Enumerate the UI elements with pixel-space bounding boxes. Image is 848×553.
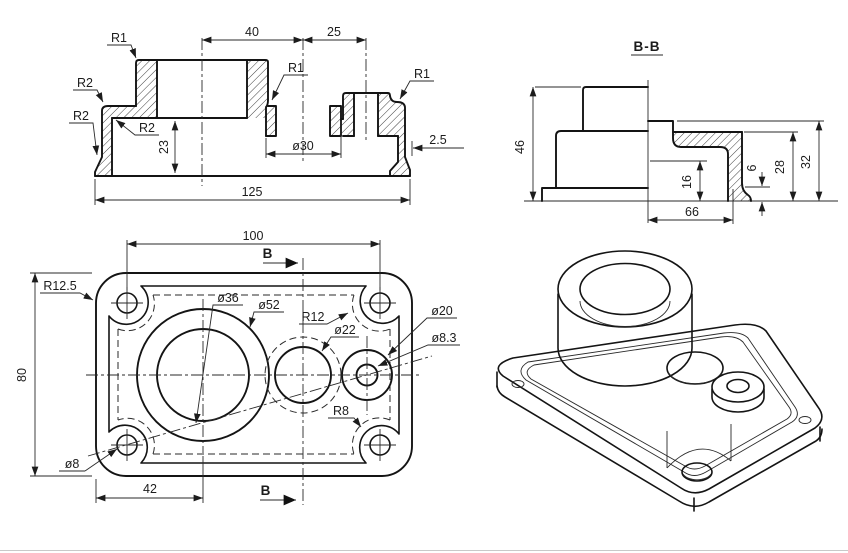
front-left-profile xyxy=(94,105,137,177)
dim-28: 28 xyxy=(773,160,787,174)
leader-r12-5 xyxy=(40,292,94,301)
dim-66: 66 xyxy=(685,205,699,219)
label-r8: R8 xyxy=(333,404,349,418)
hatch-recess-left xyxy=(266,106,276,136)
leader-r1c xyxy=(399,80,434,100)
plan-diagonal-centerline xyxy=(87,355,433,457)
label-r2c: R2 xyxy=(139,121,155,135)
label-r2b: R2 xyxy=(73,109,89,123)
dim-25: 25 xyxy=(327,25,341,39)
dim-40: 40 xyxy=(245,25,259,39)
leader-r2c xyxy=(115,119,159,136)
front-section-view: 40 25 23 ø30 2.5 125 R1 R2 R2 R2 R1 R1 xyxy=(69,25,464,205)
dim-dia30: ø30 xyxy=(292,139,314,153)
hatch-boss-right-wall xyxy=(247,60,268,118)
leader-d8 xyxy=(59,449,117,472)
leader-d20 xyxy=(387,317,457,356)
iso-wall-arch xyxy=(666,424,732,469)
iso-corner-hole-right xyxy=(798,416,812,424)
section-bb-view: B-B 46 16 66 6 28 32 xyxy=(513,39,838,224)
hatch-rim-right xyxy=(378,93,410,176)
leader-d52 xyxy=(249,311,284,328)
leader-r1b xyxy=(271,74,308,101)
iso-top-face xyxy=(497,323,823,494)
label-d52: ø52 xyxy=(258,298,280,312)
label-r1a: R1 xyxy=(111,31,127,45)
bb-wall-outer xyxy=(741,131,752,202)
bb-body xyxy=(555,130,649,189)
dim-100: 100 xyxy=(243,229,264,243)
ext-100 xyxy=(126,240,381,290)
leader-r2a xyxy=(73,89,104,103)
plan-rib xyxy=(108,285,400,464)
label-r1b: R1 xyxy=(288,61,304,75)
hatch-bb-wall xyxy=(673,132,751,201)
label-d36: ø36 xyxy=(217,291,239,305)
plan-rib-hidden xyxy=(117,294,391,455)
label-r1c: R1 xyxy=(414,67,430,81)
iso-boss-top xyxy=(557,250,693,328)
page-bottom-rule xyxy=(0,550,848,551)
front-small-boss xyxy=(342,92,391,137)
label-d22: ø22 xyxy=(334,323,356,337)
iso-rim-outer xyxy=(520,332,798,476)
dim-23: 23 xyxy=(157,140,171,154)
label-r12-5: R12.5 xyxy=(43,279,76,293)
plan-outer-outline xyxy=(95,272,413,477)
ext-80 xyxy=(30,272,92,477)
iso-bore-depth xyxy=(579,300,671,327)
iso-boss-side xyxy=(557,293,693,387)
dim-46: 46 xyxy=(513,140,527,154)
leader-r8 xyxy=(328,417,362,428)
plan-view: B B 100 80 42 R12.5 ø8 ø36 ø52 R12 ø22 ø… xyxy=(15,229,460,506)
iso-corner-hole-left xyxy=(511,380,525,388)
iso-corner-hole-depth xyxy=(682,473,712,481)
leader-d22 xyxy=(321,336,359,352)
front-rim-outline xyxy=(389,95,411,177)
section-mark-top: B xyxy=(263,246,274,261)
leader-r2b xyxy=(69,122,100,156)
label-d8: ø8 xyxy=(65,457,80,471)
section-title: B-B xyxy=(634,39,661,54)
hatch-small-boss-left xyxy=(343,93,354,136)
leader-d8-3 xyxy=(377,344,460,367)
iso-corner-hole-bottom xyxy=(681,462,713,482)
iso-rim-inner xyxy=(526,336,792,470)
label-d8-3: ø8.3 xyxy=(431,331,456,345)
dim-32: 32 xyxy=(799,155,813,169)
dim-16: 16 xyxy=(680,175,694,189)
bb-wall-inner xyxy=(672,131,729,202)
dim-6: 6 xyxy=(745,164,759,171)
label-r2a: R2 xyxy=(77,76,93,90)
iso-small-boss-hole xyxy=(726,378,750,394)
dim-42: 42 xyxy=(143,482,157,496)
section-mark-bottom: B xyxy=(261,483,272,498)
leader-r12 xyxy=(299,312,349,325)
label-r12: R12 xyxy=(302,310,325,324)
iso-boss-bore xyxy=(579,262,671,316)
bb-skirt xyxy=(541,187,649,202)
dim-80: 80 xyxy=(15,368,29,382)
label-d20: ø20 xyxy=(431,304,453,318)
leader-d36 xyxy=(194,304,243,424)
bb-right-flange xyxy=(647,120,743,133)
isometric-view xyxy=(496,250,823,512)
iso-corner-verticals xyxy=(496,371,821,512)
iso-small-boss-top xyxy=(711,371,765,403)
front-boss-outline xyxy=(135,59,269,137)
dim-2-5: 2.5 xyxy=(429,133,446,147)
hatch-recess-right xyxy=(330,106,341,136)
leader-r1a xyxy=(107,44,137,59)
bb-boss xyxy=(582,86,649,132)
dim-125: 125 xyxy=(242,185,263,199)
